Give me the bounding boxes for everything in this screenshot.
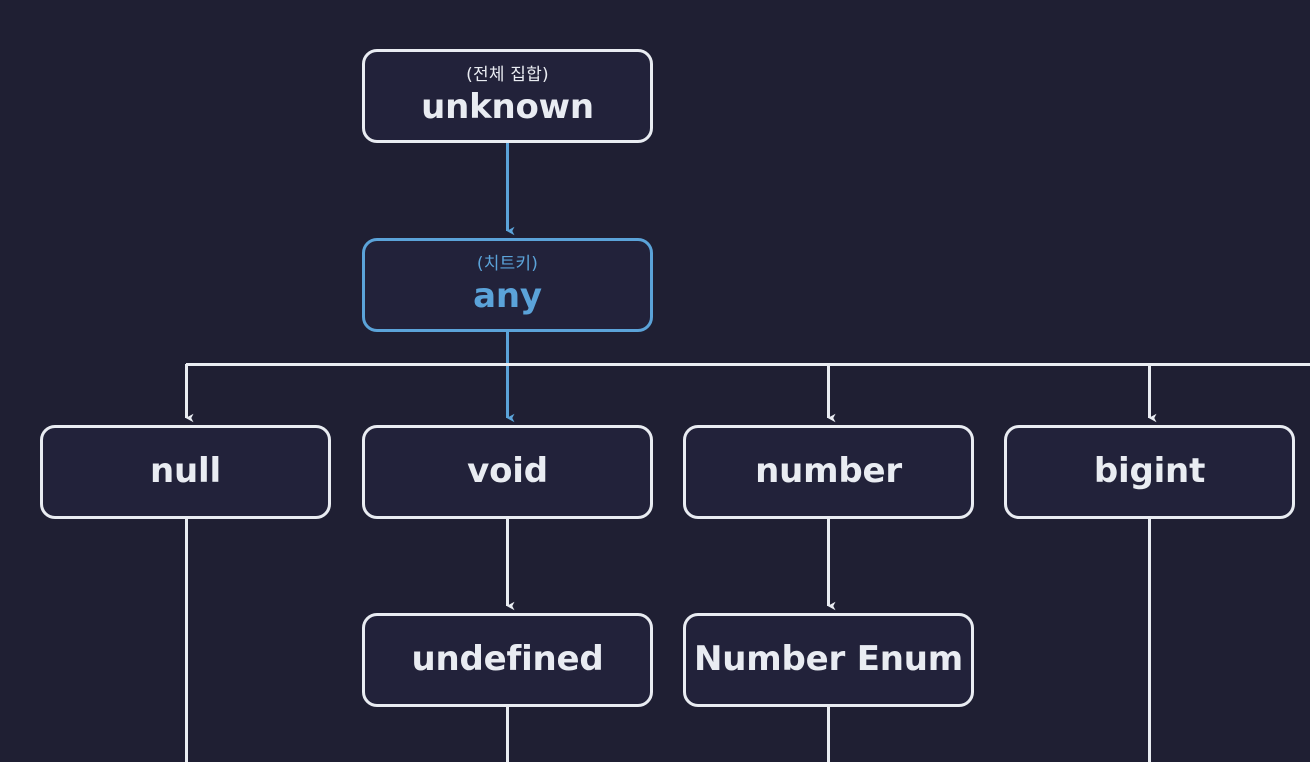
node-null-label: null <box>150 451 221 492</box>
node-unknown[interactable]: (전체 집합) unknown <box>362 49 653 143</box>
node-bigint[interactable]: bigint <box>1004 425 1295 519</box>
node-bigint-label: bigint <box>1093 451 1206 492</box>
node-undefined-label: undefined <box>411 639 604 680</box>
node-any-label: any <box>473 275 542 316</box>
node-void-label: void <box>467 451 548 492</box>
node-undefined[interactable]: undefined <box>362 613 653 707</box>
node-null[interactable]: null <box>40 425 331 519</box>
node-any[interactable]: (치트키) any <box>362 238 653 332</box>
node-unknown-label: unknown <box>421 86 594 127</box>
node-number-enum-label: Number Enum <box>694 639 963 680</box>
node-void[interactable]: void <box>362 425 653 519</box>
node-number-label: number <box>755 451 902 492</box>
node-any-subtitle: (치트키) <box>476 254 539 275</box>
node-number-enum[interactable]: Number Enum <box>683 613 974 707</box>
node-unknown-subtitle: (전체 집합) <box>466 65 549 86</box>
node-number[interactable]: number <box>683 425 974 519</box>
